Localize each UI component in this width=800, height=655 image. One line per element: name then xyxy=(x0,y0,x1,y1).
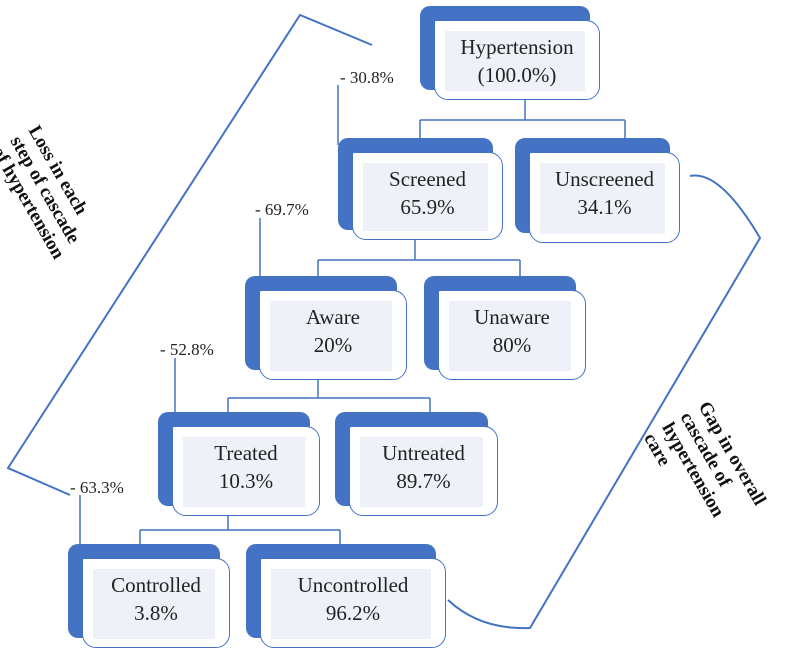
node-unaware-value: 80% xyxy=(492,333,532,357)
node-aware-label: Aware xyxy=(305,305,361,329)
loss-label-screened: - 30.8% xyxy=(340,68,394,87)
node-untreated: Untreated 89.7% xyxy=(335,412,498,516)
node-unscreened-label: Unscreened xyxy=(554,167,655,191)
loss-label-controlled: - 63.3% xyxy=(70,478,124,497)
node-uncontrolled-value: 96.2% xyxy=(325,601,381,625)
node-treated: Treated 10.3% xyxy=(158,412,320,516)
node-aware-value: 20% xyxy=(313,333,353,357)
right-brace xyxy=(447,174,762,630)
node-unaware-label: Unaware xyxy=(474,305,550,329)
loss-label-treated: - 52.8% xyxy=(160,340,214,359)
node-screened-value: 65.9% xyxy=(400,195,455,219)
connector-drops-level1 xyxy=(419,120,626,140)
node-untreated-label: Untreated xyxy=(382,441,465,465)
node-hypertension: Hypertension (100.0%) xyxy=(420,6,600,100)
node-unscreened: Unscreened 34.1% xyxy=(515,138,680,243)
node-controlled: Controlled 3.8% xyxy=(68,544,230,648)
node-screened-label: Screened xyxy=(389,167,466,191)
node-uncontrolled: Uncontrolled 96.2% xyxy=(246,544,446,648)
node-unaware: Unaware 80% xyxy=(424,276,586,380)
node-hypertension-value: (100.0%) xyxy=(477,63,557,87)
loss-label-aware: - 69.7% xyxy=(255,200,309,219)
node-treated-value: 10.3% xyxy=(218,469,274,493)
node-untreated-value: 89.7% xyxy=(396,469,451,493)
node-uncontrolled-label: Uncontrolled xyxy=(297,573,409,597)
node-controlled-value: 3.8% xyxy=(134,601,178,625)
node-controlled-label: Controlled xyxy=(111,573,201,597)
node-unscreened-value: 34.1% xyxy=(577,195,632,219)
node-aware: Aware 20% xyxy=(245,276,407,380)
node-treated-label: Treated xyxy=(214,441,278,465)
node-screened: Screened 65.9% xyxy=(338,138,503,240)
connector-drops-level4 xyxy=(139,530,341,546)
left-brace xyxy=(6,13,373,496)
node-hypertension-label: Hypertension xyxy=(460,35,574,59)
